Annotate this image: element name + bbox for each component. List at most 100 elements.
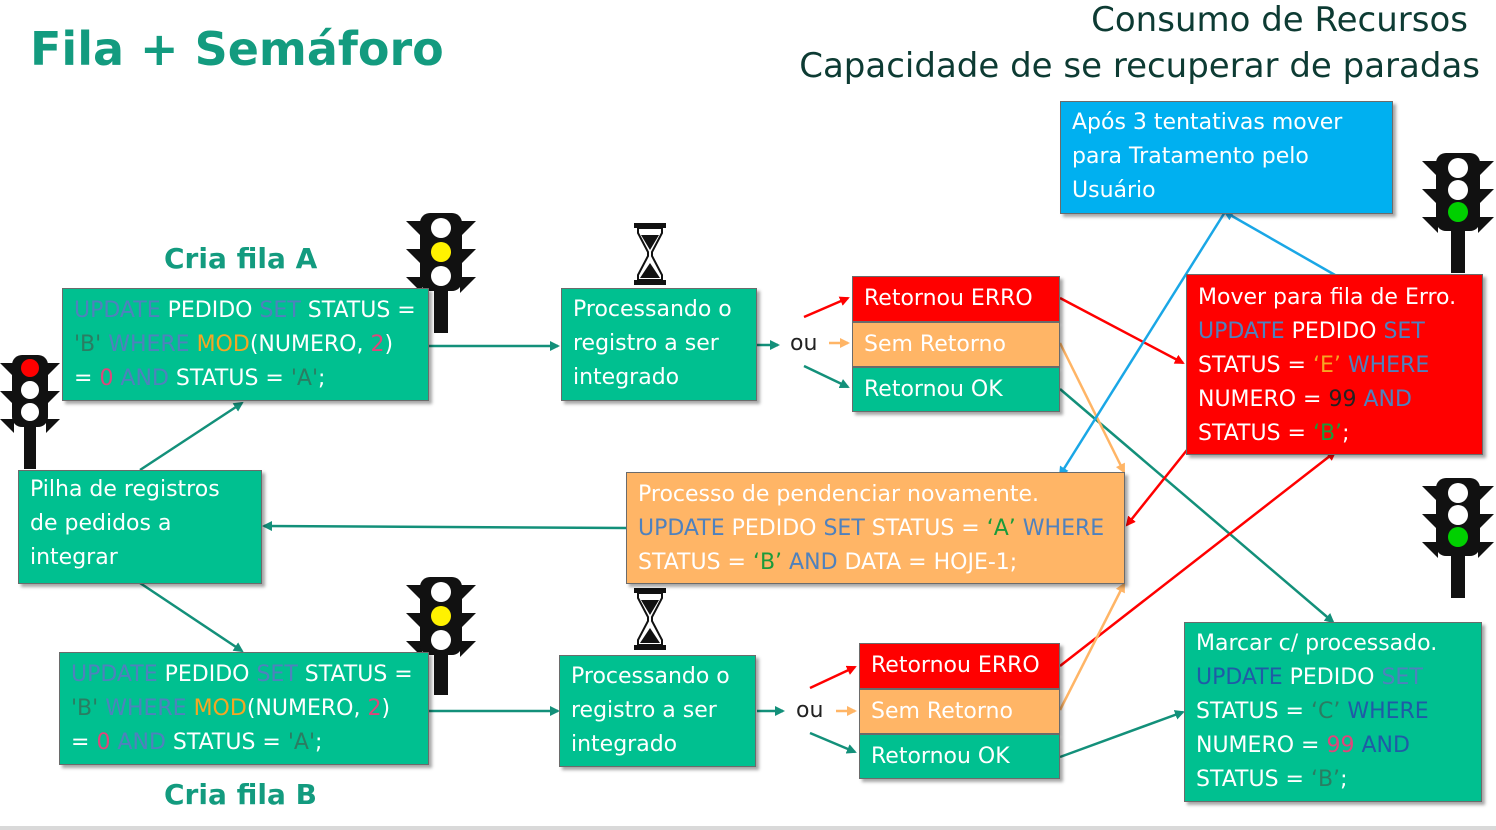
hourglass-icon <box>634 588 666 650</box>
arrow-ou-a-to-erro <box>803 296 850 319</box>
sql-keyword: AND <box>113 366 176 391</box>
sql-text: STATUS = <box>1196 767 1311 792</box>
sql-number: 0 <box>99 366 114 391</box>
traffic-light-green-icon <box>1422 153 1494 273</box>
stack-box-text: Pilha de registros de pedidos a integrar <box>30 477 220 570</box>
sql-literal: ‘B’ <box>1310 767 1341 792</box>
sql-keyword: AND <box>782 550 845 575</box>
outcome-b-erro: Retornou ERRO <box>859 643 1060 689</box>
sql-text: STATUS = <box>1198 421 1313 446</box>
sql-text: STATUS = <box>638 550 753 575</box>
sql-text: ; <box>315 730 323 755</box>
sql-keyword: AND <box>1354 733 1410 758</box>
sql-text: ) <box>384 332 394 357</box>
arrow-pending-to-stack <box>262 521 627 532</box>
sql-number: 2 <box>370 332 385 357</box>
ou-label-a: ou <box>790 331 818 356</box>
sql-text: (NUMERO, <box>249 332 371 357</box>
sql-text: = <box>71 730 97 755</box>
arrow-stack-to-queue-b <box>139 581 244 653</box>
sql-text: STATUS = <box>300 298 416 323</box>
pending-box: Processo de pendenciar novamente. UPDATE… <box>626 472 1125 584</box>
sql-text: = <box>74 366 100 391</box>
label-fila-b: Cria fila B <box>164 778 317 811</box>
sql-text: ; <box>1342 421 1350 446</box>
outcome-a-sem-retorno: Sem Retorno <box>852 322 1060 367</box>
sql-text: STATUS = <box>175 366 291 391</box>
done-heading: Marcar c/ processado. <box>1196 631 1438 656</box>
sql-literal: 'A' <box>290 366 318 391</box>
sql-literal: 'A' <box>287 730 315 755</box>
traffic-light-red-icon <box>0 355 60 469</box>
page-title: Fila + Semáforo <box>30 22 444 76</box>
sql-keyword: WHERE <box>101 332 197 357</box>
sql-keyword: WHERE <box>98 696 194 721</box>
sql-keyword: SET <box>823 516 865 541</box>
outcome-b-ok: Retornou OK <box>859 734 1060 779</box>
queue-a-box: UPDATE PEDIDO SET STATUS = 'B' WHERE MOD… <box>62 288 429 401</box>
arrow-stack-to-queue-a <box>139 401 244 472</box>
sql-keyword: SET <box>1383 319 1425 344</box>
sql-function: MOD <box>196 332 250 357</box>
sql-text: STATUS = <box>172 730 288 755</box>
stack-box: Pilha de registros de pedidos a integrar <box>18 470 262 584</box>
sql-keyword: SET <box>256 662 298 687</box>
sql-keyword: UPDATE <box>74 298 161 323</box>
subtitle-line-2: Capacidade de se recuperar de paradas <box>799 46 1480 86</box>
sql-text: DATA = HOJE-1; <box>844 550 1018 575</box>
pending-heading: Processo de pendenciar novamente. <box>638 482 1039 507</box>
sql-text: STATUS = <box>1198 353 1313 378</box>
sql-text: STATUS = <box>1196 699 1311 724</box>
arrow-sem-b-to-pending <box>1058 582 1126 711</box>
arrow-error-box-to-pending <box>1125 449 1188 527</box>
arrow-ok-b-to-done <box>1059 710 1185 759</box>
sql-text: ; <box>1340 767 1348 792</box>
traffic-light-green-icon <box>1422 478 1494 598</box>
outcome-b-sem-retorno: Sem Retorno <box>859 689 1060 734</box>
queue-b-box: UPDATE PEDIDO SET STATUS = 'B' WHERE MOD… <box>59 652 429 765</box>
sql-text: PEDIDO <box>157 662 257 687</box>
retry-text: Após 3 tentativas mover para Tratamento … <box>1072 110 1343 203</box>
sql-keyword: UPDATE <box>71 662 158 687</box>
sql-literal: 'B' <box>71 696 99 721</box>
sql-number: 2 <box>367 696 382 721</box>
sql-text: PEDIDO <box>724 516 824 541</box>
processing-a-box: Processando o registro a ser integrado <box>561 288 757 401</box>
label-fila-a: Cria fila A <box>164 242 318 275</box>
sql-function: MOD <box>193 696 247 721</box>
ou-label-b: ou <box>796 698 824 723</box>
sql-text: PEDIDO <box>1282 665 1382 690</box>
sql-text: NUMERO = <box>1196 733 1327 758</box>
outcome-a-erro: Retornou ERRO <box>852 276 1060 322</box>
retry-box: Após 3 tentativas mover para Tratamento … <box>1060 101 1393 214</box>
sql-keyword: UPDATE <box>1196 665 1283 690</box>
sql-text: STATUS = <box>297 662 413 687</box>
processing-a-text: Processando o registro a ser integrado <box>573 297 732 390</box>
hourglass-icon <box>634 223 666 285</box>
error-box: Mover para fila de Erro. UPDATE PEDIDO S… <box>1186 274 1483 455</box>
sql-number: 99 <box>1328 387 1357 412</box>
done-box: Marcar c/ processado. UPDATE PEDIDO SET … <box>1184 622 1482 802</box>
sql-number: 0 <box>96 730 111 755</box>
sql-text: ) <box>381 696 391 721</box>
processing-b-box: Processando o registro a ser integrado <box>559 655 756 767</box>
traffic-light-yellow-icon <box>406 213 476 333</box>
sql-keyword: AND <box>110 730 173 755</box>
sql-text: (NUMERO, <box>246 696 368 721</box>
arrow-erro-a-to-error-box <box>1059 296 1185 365</box>
sql-text: PEDIDO <box>160 298 260 323</box>
sql-literal: 'B' <box>74 332 102 357</box>
sql-keyword: AND <box>1356 387 1412 412</box>
sql-keyword: UPDATE <box>1198 319 1285 344</box>
sql-literal: ‘B’ <box>1312 421 1343 446</box>
arrow-sem-a-to-pending <box>1058 342 1126 474</box>
arrow-ou-a-to-ok <box>803 364 850 389</box>
outcome-a-ok: Retornou OK <box>852 367 1060 412</box>
error-heading: Mover para fila de Erro. <box>1198 285 1457 310</box>
slide-bottom-bar <box>0 826 1496 830</box>
sql-keyword: SET <box>259 298 301 323</box>
sql-text: PEDIDO <box>1284 319 1384 344</box>
sql-keyword: WHERE <box>1340 699 1429 724</box>
sql-number: 99 <box>1326 733 1355 758</box>
sql-literal: ‘E’ <box>1312 353 1341 378</box>
